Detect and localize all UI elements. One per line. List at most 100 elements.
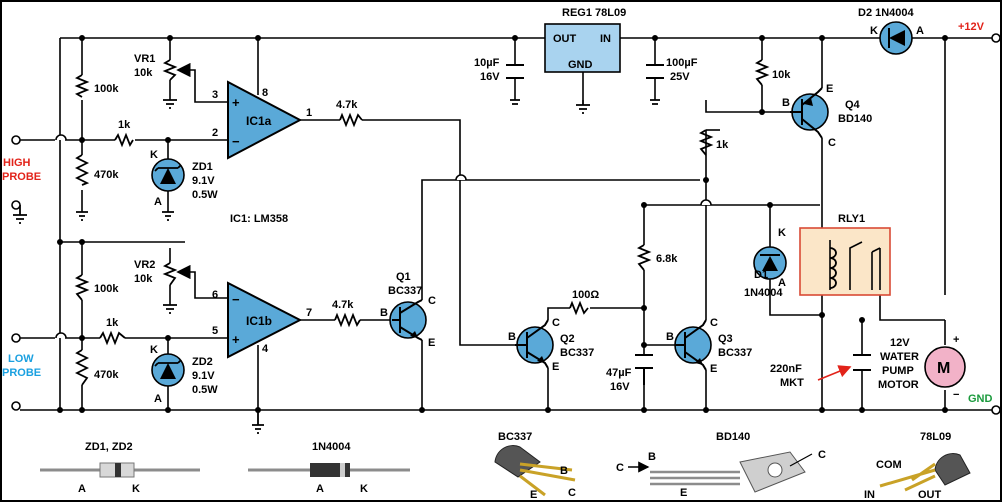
- label-q2-type: BC337: [560, 347, 594, 359]
- resistor-100k-low: [74, 274, 90, 301]
- label-pin7: 7: [306, 307, 312, 319]
- label-ic1a: IC1a: [246, 114, 272, 128]
- package-bd140: [650, 451, 806, 493]
- label-pkg-78l09: 78L09: [920, 431, 951, 443]
- vr1-pot: [162, 59, 191, 81]
- transistor-q1: [389, 299, 427, 341]
- label-low: LOW: [8, 353, 34, 365]
- label-c4-value: 220nF: [770, 363, 802, 375]
- label-zd1-voltage: 9.1V: [192, 175, 215, 187]
- label-r10k: 10k: [772, 69, 791, 81]
- label-q4: Q4: [845, 99, 861, 111]
- label-zd2-voltage: 9.1V: [192, 370, 215, 382]
- motor: [924, 346, 966, 388]
- transistor-q2: [515, 319, 554, 369]
- label-zd1: ZD1: [192, 161, 213, 173]
- diode-d2: [879, 21, 913, 55]
- label-q4-b: B: [782, 97, 790, 109]
- label-q1-b: B: [380, 307, 388, 319]
- package-diode: [248, 463, 410, 477]
- label-pkg-bd140: BD140: [716, 431, 750, 443]
- wires: [20, 37, 992, 411]
- label-motor-plus: +: [953, 334, 959, 346]
- label-q4-type: BD140: [838, 113, 872, 125]
- label-q2: Q2: [560, 333, 575, 345]
- label-d2-k: K: [870, 25, 878, 37]
- label-r100ohm: 100Ω: [572, 289, 599, 301]
- capacitors: [506, 64, 871, 385]
- label-pkg-zener-a: A: [78, 483, 86, 495]
- label-pin8: 8: [262, 87, 268, 99]
- opamp-ic1a: [227, 80, 303, 160]
- label-zd2: ZD2: [192, 356, 213, 368]
- label-pkg-78l09-out: OUT: [918, 489, 942, 501]
- resistor-100ohm: [569, 300, 589, 316]
- label-pkg-zener: ZD1, ZD2: [85, 441, 133, 453]
- label-q3: Q3: [718, 333, 733, 345]
- label-reg-out: OUT: [553, 33, 577, 45]
- label-motor-line1: 12V: [890, 337, 910, 349]
- label-ic1: IC1: LM358: [230, 213, 288, 225]
- bd140-tab-pointer: [789, 453, 813, 467]
- label-zd1-k: K: [150, 149, 158, 161]
- transistor-q4: [790, 87, 829, 139]
- label-vr2: VR2: [134, 259, 155, 271]
- label-motor-minus: −: [953, 389, 959, 401]
- label-motor-line3: PUMP: [882, 365, 914, 377]
- label-pin3: 3: [212, 89, 218, 101]
- label-motor-m: M: [937, 360, 950, 377]
- resistor-47k-b: [334, 312, 361, 328]
- label-q3-b: B: [666, 331, 674, 343]
- label-q1-type: BC337: [388, 285, 422, 297]
- opamp-ic1b: [227, 281, 303, 359]
- label-zd2-a: A: [154, 393, 162, 405]
- label-vr1: VR1: [134, 53, 155, 65]
- label-r47k-b: 4.7k: [332, 299, 354, 311]
- label-motor-line2: WATER: [880, 351, 919, 363]
- resistor-470k-high: [74, 154, 90, 186]
- label-q4-c: C: [828, 137, 836, 149]
- label-ic1b: IC1b: [246, 314, 272, 328]
- label-r6k8: 6.8k: [656, 253, 678, 265]
- label-d2-a: A: [916, 25, 924, 37]
- label-vr1-value: 10k: [134, 67, 153, 79]
- label-q2-e: E: [552, 361, 559, 373]
- label-c2-voltage: 25V: [670, 71, 690, 83]
- label-gnd: GND: [968, 393, 993, 405]
- label-pkg-bc337: BC337: [498, 431, 532, 443]
- label-q4-e: E: [826, 83, 833, 95]
- resistor-470k-low: [74, 349, 90, 386]
- regulator-reg1: [544, 23, 621, 73]
- label-high: HIGH: [3, 157, 31, 169]
- resistor-10k-q4: [754, 59, 770, 86]
- label-d1: D1: [754, 269, 768, 281]
- resistors: [74, 59, 770, 386]
- label-q2-b: B: [508, 331, 516, 343]
- label-q3-type: BC337: [718, 347, 752, 359]
- relay-rly1: [799, 227, 891, 296]
- label-pkg-78l09-in: IN: [864, 489, 875, 501]
- label-plus12v: +12V: [958, 21, 985, 33]
- label-d1-k: K: [778, 227, 786, 239]
- label-c3-voltage: 16V: [610, 381, 630, 393]
- label-pin2: 2: [212, 127, 218, 139]
- label-ic1a-minus: −: [232, 134, 240, 149]
- label-pkg-bc337-b: B: [560, 465, 568, 477]
- label-reg1: REG1 78L09: [562, 7, 626, 19]
- label-pin6: 6: [212, 289, 218, 301]
- label-pin5: 5: [212, 325, 218, 337]
- diode-d1: [753, 246, 787, 280]
- resistor-100k-high: [74, 74, 90, 98]
- label-d1-a: A: [778, 277, 786, 289]
- wire-hops: [55, 134, 712, 339]
- label-ic1b-minus: −: [232, 292, 240, 307]
- package-78l09: [879, 453, 971, 492]
- transistor-q3: [674, 319, 712, 371]
- label-pkg-diode-k: K: [360, 483, 368, 495]
- label-c2-value: 100µF: [666, 57, 698, 69]
- label-c1-value: 10µF: [474, 57, 500, 69]
- vr2-pot: [162, 262, 191, 286]
- label-d1-type: 1N4004: [744, 287, 783, 299]
